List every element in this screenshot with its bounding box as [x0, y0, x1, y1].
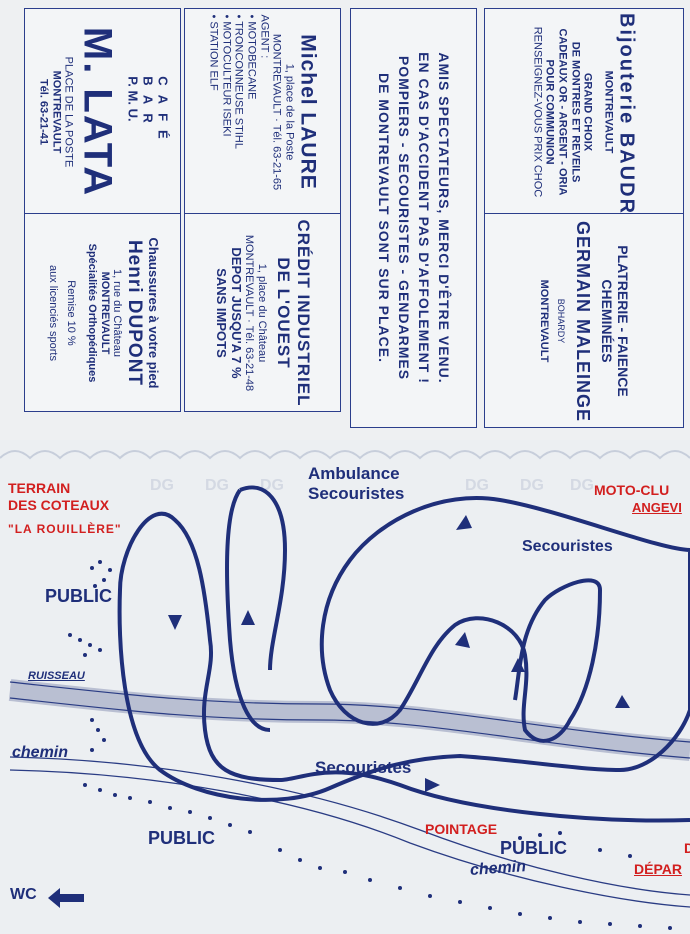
bar-line: B A R	[139, 75, 155, 126]
notice-spectators: AMIS SPECTATEURS, MERCI D'ÊTRE VENU. EN …	[350, 8, 477, 428]
circuit-map: DG DG DG DG DG DG	[0, 440, 690, 934]
dupont-name: Henri DUPONT	[123, 239, 145, 386]
ad-germain-maleinge: PLATRERIE - FAIENCE CHEMINÉES GERMAIN MA…	[484, 213, 684, 428]
baudry-line: CADEAUX OR - ARGENT - ORIA	[556, 27, 569, 196]
watermark-text: DG	[520, 477, 544, 494]
pmu-line: P. M. U.	[124, 75, 140, 122]
baudry-line: RENSEIGNEZ-VOUS PRIX CHOC	[531, 26, 544, 197]
maleinge-town: MONTREVAULT	[537, 279, 550, 362]
race-track-inner-loop	[225, 488, 271, 732]
watermark-text: DG	[465, 477, 489, 494]
maleinge-place: BOHARDY	[556, 298, 567, 343]
maleinge-trade: PLATRERIE - FAIENCE	[614, 244, 631, 397]
dupont-discount: Remise 10 %	[64, 279, 77, 346]
ad-credit-industriel: CRÉDIT INDUSTRIEL DE L'OUEST 1, place du…	[184, 213, 341, 412]
dupont-sports: aux licenciés sports	[46, 264, 59, 361]
watermark-text: DG	[570, 477, 594, 494]
credit-town: MONTREVAULT · Tél. 63-21-48	[242, 234, 255, 391]
lata-address: PLACE DE LA POSTE	[62, 56, 75, 167]
moto-club-label: MOTO-CLU	[594, 482, 670, 498]
laure-item: • STATION ELF	[206, 14, 219, 91]
baudry-line: DE MONTRES ET REVEILS	[569, 41, 582, 182]
arrow-icon	[456, 515, 472, 530]
public-label-left: PUBLIC	[45, 586, 112, 606]
dupont-town: MONTREVAULT	[98, 271, 111, 354]
watermark-text: DG	[150, 477, 174, 494]
secouristes-label-right: Secouristes	[522, 538, 613, 555]
depart-label-d: D	[684, 840, 690, 856]
stream-edge	[9, 697, 690, 759]
lata-town: MONTREVAULT	[49, 70, 62, 153]
lata-name: M. LATA	[75, 26, 120, 197]
path-label-left: chemin	[12, 744, 69, 761]
credit-tax: SANS IMPOTS	[213, 267, 229, 358]
race-track-inner-loop	[239, 485, 288, 671]
arrow-icon	[425, 778, 440, 792]
arrow-icon	[615, 695, 630, 708]
ad-cafe-lata: CAFÉ B A R P. M. U. M. LATA PLACE DE LA …	[24, 8, 181, 215]
arrow-icon	[511, 658, 525, 672]
direction-arrows	[168, 515, 630, 792]
stream-label: RUISSEAU	[28, 670, 85, 682]
terrain-label-line1: TERRAIN	[8, 480, 71, 496]
notice-line: EN CAS D'ACCIDENT PAS D'AFFOLEMENT !	[415, 52, 432, 384]
advertisement-sheet: CAFÉ B A R P. M. U. M. LATA PLACE DE LA …	[0, 0, 690, 440]
arrow-icon	[455, 632, 470, 648]
baudry-line: GRAND CHOIX	[581, 72, 594, 151]
ambulance-label: Ambulance	[308, 464, 400, 483]
public-label-right: PUBLIC	[500, 838, 567, 858]
dupont-slogan: Chaussures à votre pied	[145, 237, 161, 388]
circuit-map-drawing: DG DG DG DG DG DG	[0, 450, 690, 930]
arrow-icon	[168, 615, 182, 630]
path-line	[9, 756, 690, 896]
cafe-line: CAFÉ	[154, 75, 170, 148]
dupont-address: 1, rue du Château	[110, 268, 123, 357]
laure-town: MONTREVAULT · Tél. 63-21-65	[270, 33, 283, 190]
baudry-name: Bijouterie BAUDRY	[615, 12, 638, 215]
lata-tel: Tél. 63-21-41	[36, 78, 49, 145]
watermark-text: DG	[205, 477, 229, 494]
laure-item: • MOTOBECANE	[244, 14, 257, 99]
cafe-lines: CAFÉ B A R P. M. U.	[124, 75, 170, 148]
credit-offer: DEPOT JUSQU'A 7 %	[228, 246, 244, 379]
baudry-town: MONTREVAULT	[602, 70, 615, 153]
arrow-icon	[241, 610, 255, 625]
baudry-line: POUR COMMUNION	[543, 58, 556, 165]
laure-item: • TRONCONNEUSE STIHL	[232, 14, 245, 149]
laure-agent: AGENT :	[257, 14, 270, 58]
stream	[8, 679, 690, 761]
credit-name-line1: CRÉDIT INDUSTRIEL	[293, 219, 313, 406]
secouristes-label-middle: Secouristes	[315, 758, 412, 777]
notice-line: AMIS SPECTATEURS, MERCI D'ÊTRE VENU.	[435, 52, 452, 384]
depart-label: DÉPAR	[634, 861, 682, 877]
angevin-label: ANGEVI	[632, 500, 682, 515]
ad-michel-laure: Michel LAURE 1, place de la Poste MONTRE…	[184, 8, 341, 215]
credit-address: 1, place du Château	[255, 263, 268, 362]
rouillere-label: "LA ROUILLÈRE"	[8, 522, 122, 536]
notice-line: POMPIERS - SECOURISTES - GENDARMES	[395, 55, 412, 381]
pointage-label: POINTAGE	[425, 821, 498, 837]
notice-line: DE MONTREVAULT SONT SUR PLACE.	[375, 72, 392, 364]
scalloped-top-border	[0, 450, 690, 460]
path-line	[9, 769, 690, 908]
laure-item: • MOTOCULTEUR ISEKI	[219, 14, 232, 137]
maleinge-name: GERMAIN MALEINGE	[572, 220, 593, 422]
ad-henri-dupont: Chaussures à votre pied Henri DUPONT 1, …	[24, 213, 181, 412]
maleinge-chimneys: CHEMINÉES	[598, 278, 615, 363]
terrain-label-line2: DES COTEAUX	[8, 497, 110, 513]
dupont-specialty: Spécialités Orthopédiques	[85, 243, 98, 382]
laure-name: Michel LAURE	[295, 33, 319, 190]
credit-name-line2: DE L'OUEST	[274, 256, 294, 369]
wc-arrow-icon	[48, 888, 84, 908]
secouristes-label-top: Secouristes	[308, 484, 405, 503]
public-label-bottom: PUBLIC	[148, 828, 215, 848]
wc-label: WC	[10, 886, 37, 903]
ad-bijouterie-baudry: Bijouterie BAUDRY MONTREVAULT GRAND CHOI…	[484, 8, 684, 215]
laure-address: 1, place de la Poste	[282, 63, 295, 160]
spectator-marks	[68, 560, 672, 930]
race-track	[117, 496, 690, 823]
